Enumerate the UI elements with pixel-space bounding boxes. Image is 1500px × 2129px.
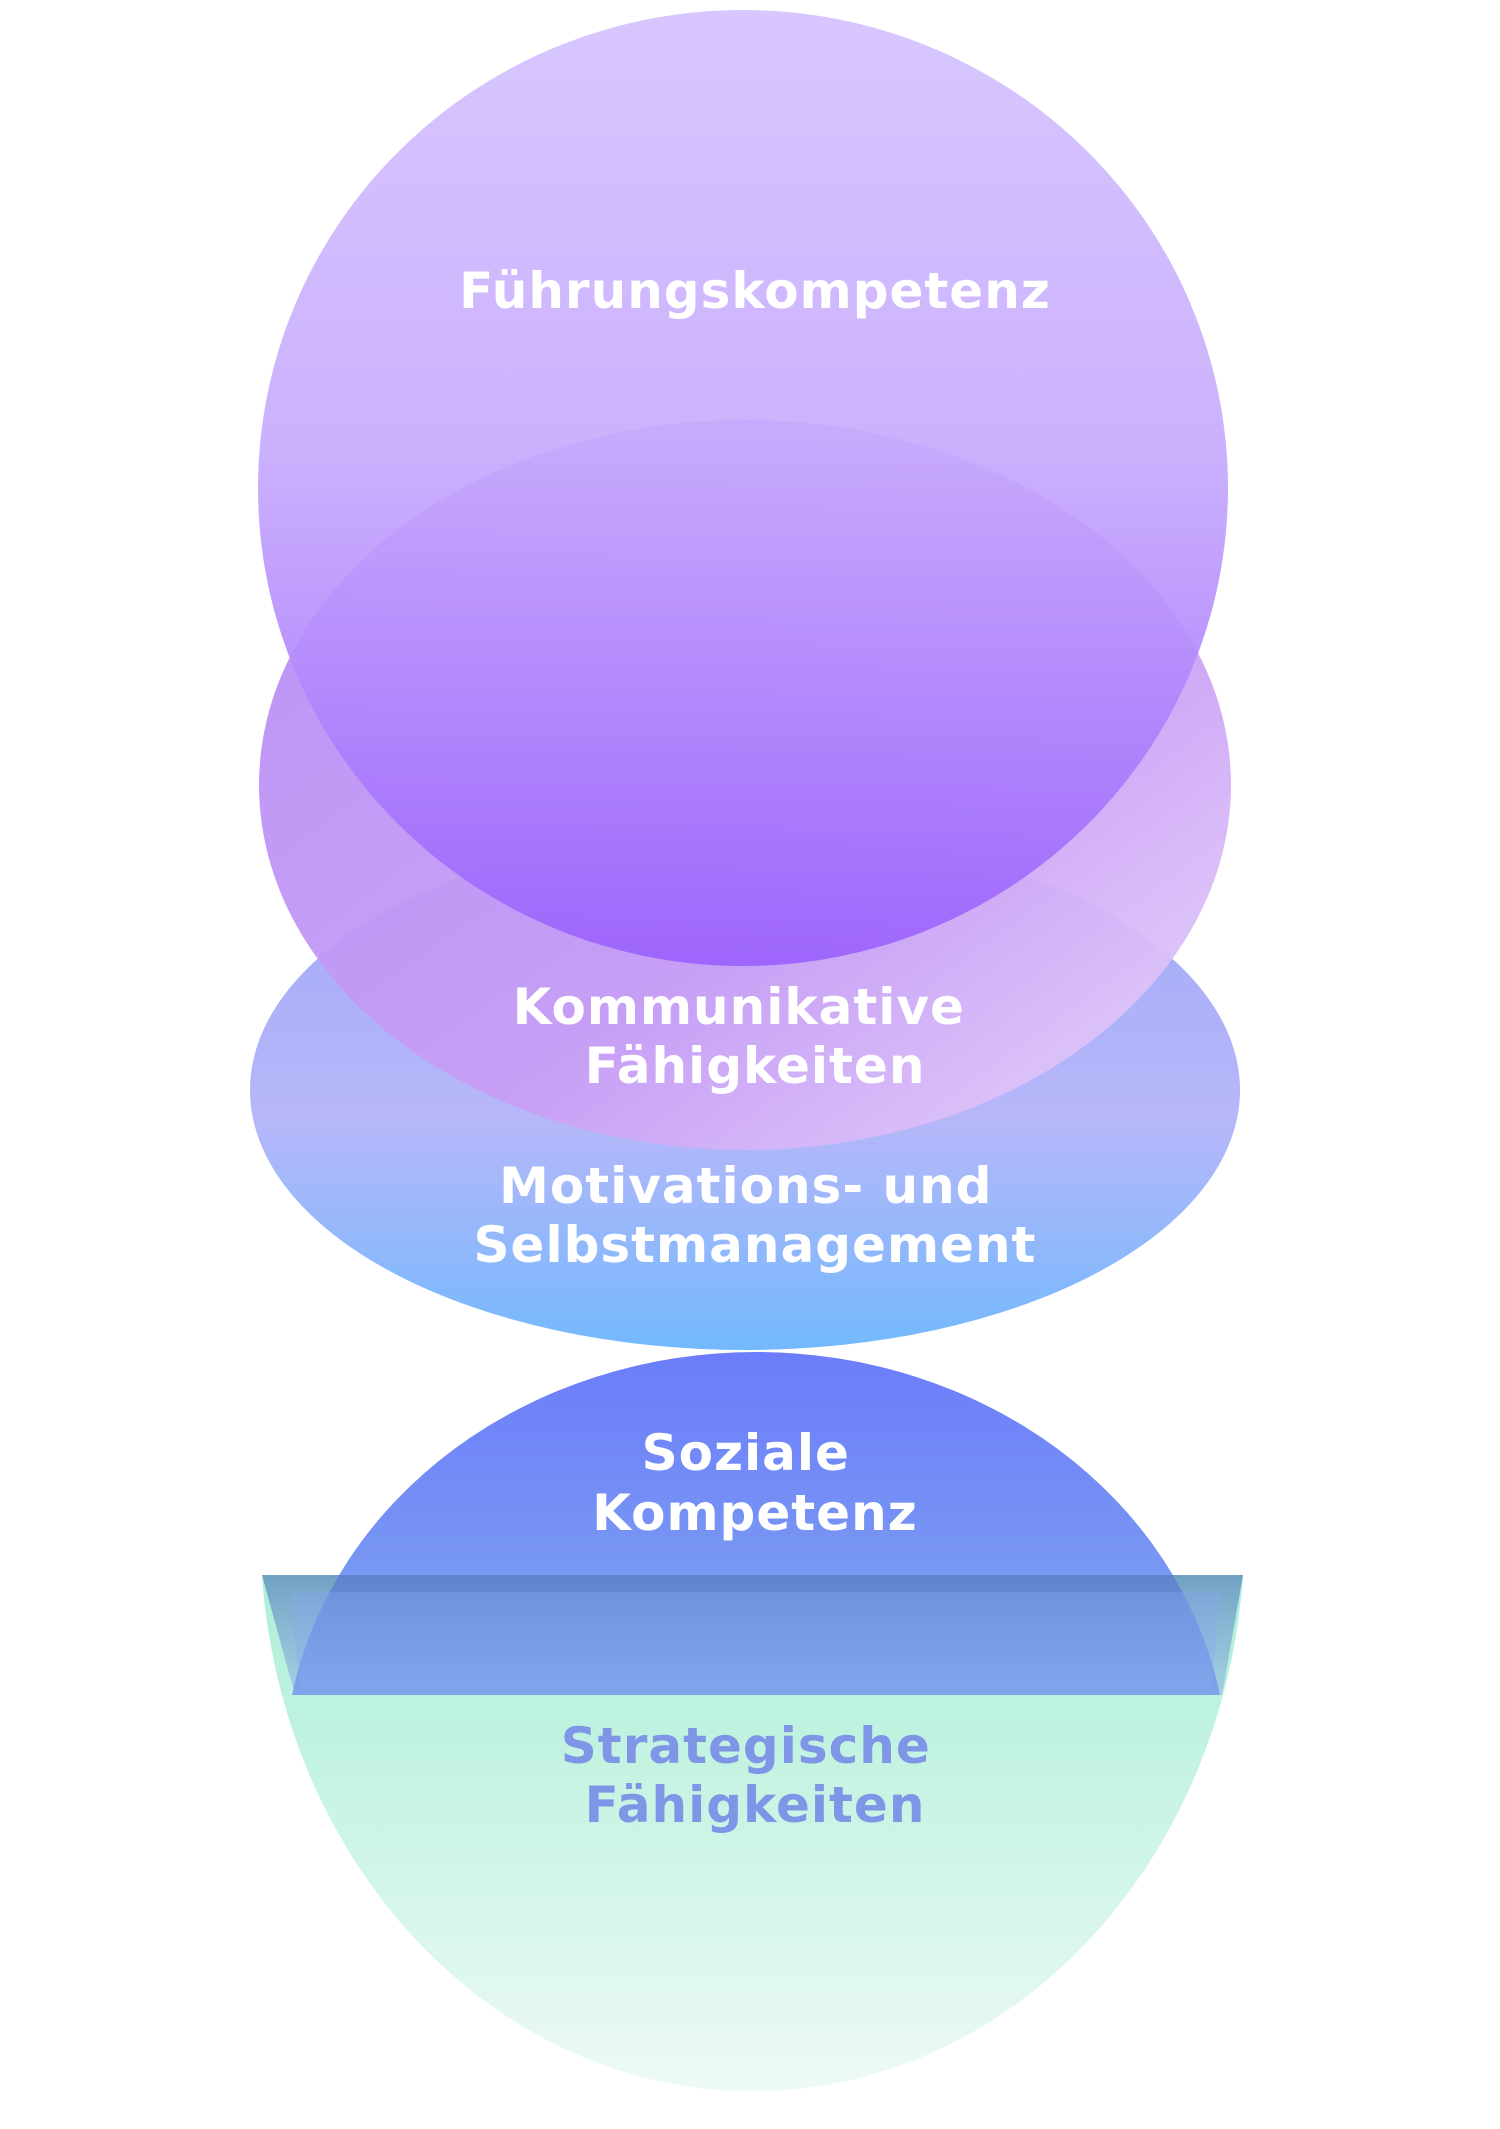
sozial-band bbox=[262, 1575, 1243, 1695]
sozial-label-line-1: Soziale bbox=[642, 1424, 850, 1482]
strategie-label-line-2: Fähigkeiten bbox=[585, 1776, 926, 1834]
sozial-label: Soziale Kompetenz bbox=[592, 1424, 918, 1542]
kommunikation-label-line-2: Fähigkeiten bbox=[585, 1037, 926, 1095]
strategie-label-line-1: Strategische bbox=[561, 1717, 931, 1775]
strategie-label: Strategische Fähigkeiten bbox=[561, 1717, 949, 1834]
fuehrung-label: Führungskompetenz bbox=[459, 262, 1051, 320]
sozial-label-line-2: Kompetenz bbox=[592, 1484, 918, 1542]
fuehrung-label-line-1: Führungskompetenz bbox=[459, 262, 1051, 320]
motivation-label-line-2: Selbstmanagement bbox=[474, 1216, 1037, 1274]
strategie-shape bbox=[262, 1575, 1243, 2092]
sozial-band-highlight bbox=[290, 1592, 1220, 1690]
motivation-label-line-1: Motivations- und bbox=[499, 1157, 992, 1215]
fuehrung-shape bbox=[258, 10, 1228, 966]
kommunikation-label: Kommunikative Fähigkeiten bbox=[513, 978, 984, 1095]
kommunikation-label-line-1: Kommunikative bbox=[513, 978, 965, 1036]
motivation-label: Motivations- und Selbstmanagement bbox=[474, 1157, 1037, 1274]
